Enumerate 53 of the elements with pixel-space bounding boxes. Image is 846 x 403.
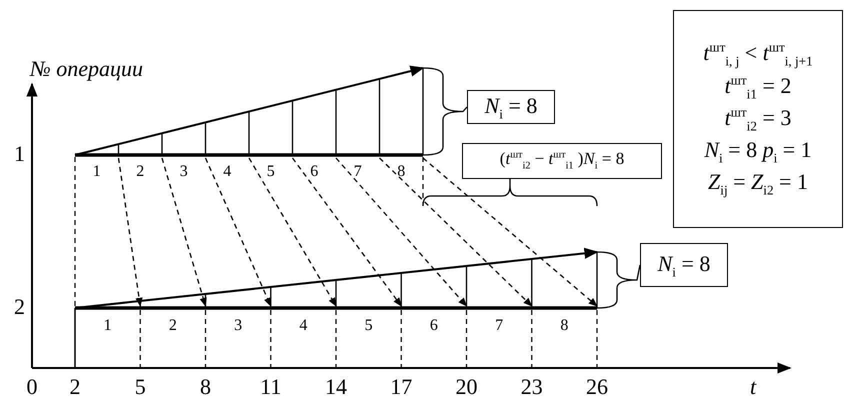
operation-ramp-drawing xyxy=(74,248,598,310)
axis-title: № операции xyxy=(30,58,144,80)
part-number: 6 xyxy=(310,164,318,180)
part-number: 4 xyxy=(299,318,308,334)
transfer-arrow xyxy=(204,158,272,307)
part-number: 8 xyxy=(560,318,568,334)
leader-bracket xyxy=(422,67,468,156)
conditions-box xyxy=(673,10,843,228)
leader-bracket xyxy=(422,178,598,207)
formula-text: N$_{i}$ = 8 p$_{i}$ = 1 xyxy=(704,136,812,168)
formula-text: N$_{i}$ = 8 xyxy=(658,250,710,282)
tick-label: 2 xyxy=(70,376,80,398)
part-number: 1 xyxy=(104,318,112,334)
formula-text: Z$_{ij}$ = Z$_{i2}$ = 1 xyxy=(708,168,808,200)
part-number: 1 xyxy=(92,164,101,180)
tick-label: 20 xyxy=(456,376,478,398)
formula-box xyxy=(462,143,662,179)
formula-text: (t$^{шт}$$_{i2}$ − t$^{шт}$$_{i1}$ )N$_{i}$ = 8 xyxy=(500,148,624,174)
tick-label: 17 xyxy=(390,376,412,398)
transfer-arrow xyxy=(118,158,143,307)
row-number: 2 xyxy=(14,296,25,318)
part-number: 3 xyxy=(180,164,188,180)
part-number: 7 xyxy=(354,164,362,180)
formula-text: t$^{шт}$$_{i1}$ = 2 xyxy=(724,71,792,103)
transfer-arrow xyxy=(292,158,402,307)
formula-box xyxy=(467,90,555,124)
part-number: 2 xyxy=(136,164,144,180)
row-number: 1 xyxy=(14,143,25,165)
part-number: 4 xyxy=(223,164,232,180)
axis-label: t xyxy=(750,376,756,398)
transfer-arrow xyxy=(379,158,532,307)
formula-text: N$_{i}$ = 8 xyxy=(484,92,538,124)
part-number: 5 xyxy=(364,318,373,334)
tick-label: 26 xyxy=(586,376,608,398)
tick-label: 0 xyxy=(26,376,38,398)
part-number: 5 xyxy=(266,164,275,180)
leader-bracket xyxy=(596,251,641,309)
part-number: 8 xyxy=(397,164,406,180)
tick-label: 23 xyxy=(520,376,543,398)
tick-label: 11 xyxy=(260,376,282,398)
transfer-arrow xyxy=(161,158,207,307)
transfer-arrow xyxy=(336,158,468,307)
formula-text: t$^{шт}$$_{i2}$ = 3 xyxy=(724,104,792,136)
part-number: 7 xyxy=(495,318,504,334)
transfer-arrow xyxy=(248,158,337,307)
formula-box xyxy=(640,243,728,287)
transfer-arrow xyxy=(422,158,598,307)
part-number: 3 xyxy=(234,318,242,334)
tick-label: 8 xyxy=(200,376,211,398)
part-number: 2 xyxy=(168,318,177,334)
part-number: 6 xyxy=(430,318,438,334)
tick-label: 14 xyxy=(325,376,347,398)
tick-label: 5 xyxy=(134,376,146,398)
